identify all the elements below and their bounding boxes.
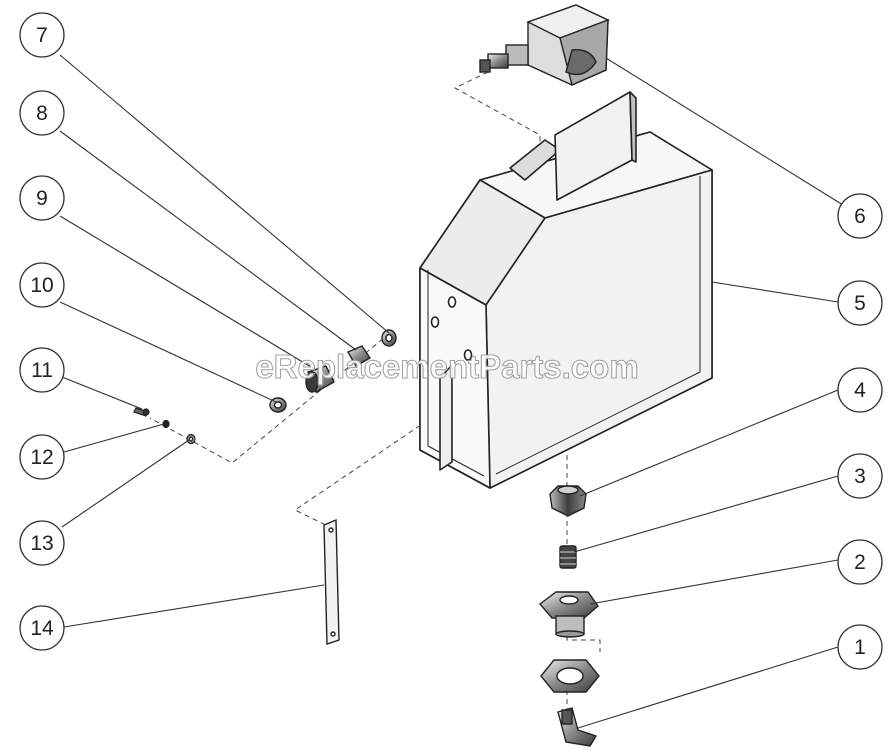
nut-part-9: [305, 365, 335, 393]
callout-10: 10: [19, 262, 65, 308]
leader-lines: [59, 54, 844, 729]
tank-body: [419, 91, 713, 489]
lock-nut-part-1: [540, 659, 600, 693]
valve-assembly-part-6: [479, 4, 610, 86]
callout-3: 3: [837, 453, 883, 499]
nut-part-8: [347, 345, 371, 367]
screw-part-11: [133, 407, 150, 417]
callout-label-14: 14: [30, 617, 54, 640]
callout-label-13: 13: [30, 532, 53, 555]
bracket-part-14: [323, 518, 340, 645]
callout-4: 4: [837, 367, 883, 413]
callout-5: 5: [837, 280, 883, 326]
elbow-fitting-part-1: [557, 707, 598, 747]
washer-part-7: [381, 329, 397, 347]
callout-label-3: 3: [854, 465, 866, 488]
callout-label-2: 2: [854, 551, 866, 574]
callout-label-10: 10: [30, 274, 53, 297]
callout-2: 2: [837, 539, 883, 585]
callout-label-8: 8: [36, 102, 48, 125]
cap-part-4: [549, 485, 587, 517]
callout-7: 7: [19, 12, 65, 58]
spring-part-3: [559, 545, 577, 569]
nut-part-13: [186, 433, 196, 445]
callout-11: 11: [19, 347, 65, 393]
callout-13: 13: [19, 520, 65, 566]
callout-label-6: 6: [854, 205, 866, 228]
valve-body-part-2: [538, 591, 599, 638]
callout-label-9: 9: [36, 187, 48, 210]
callout-6: 6: [837, 193, 883, 239]
callout-label-11: 11: [31, 359, 53, 382]
callout-label-5: 5: [854, 292, 866, 315]
callout-label-7: 7: [36, 24, 48, 47]
callout-8: 8: [19, 90, 65, 136]
callout-14: 14: [19, 605, 65, 651]
callout-label-12: 12: [30, 446, 53, 469]
callout-9: 9: [19, 175, 65, 221]
callout-label-4: 4: [854, 379, 866, 402]
callout-label-1: 1: [854, 636, 866, 659]
watermark-text: eReplacementParts.com: [255, 348, 638, 385]
callout-12: 12: [19, 434, 65, 480]
callout-1: 1: [837, 624, 883, 670]
